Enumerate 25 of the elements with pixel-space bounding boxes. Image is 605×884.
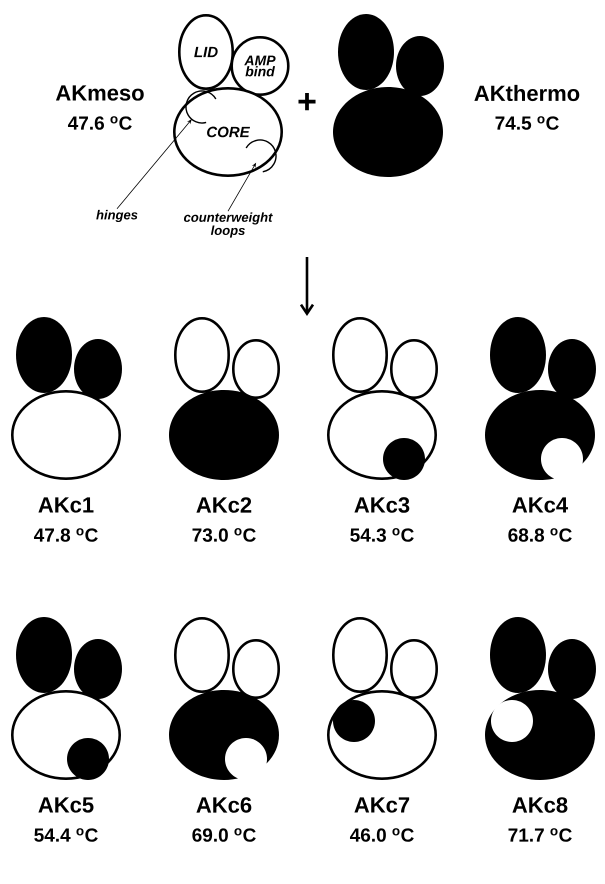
protein-name: AKc1 [38,497,94,513]
protein-name: AKthermo [474,84,580,102]
protein-name: AKc2 [196,497,252,513]
melting-temperature: 46.0 $^{o}$C [350,828,414,842]
protein-name: AKc4 [512,497,568,513]
melting-temperature: 68.8 $^{o}$C [508,528,572,542]
callout-text: hinges [96,210,138,222]
plus-sign: + [298,93,316,110]
melting-temperature: 69.0 $^{o}$C [192,828,256,842]
loop-arc [246,139,277,172]
melting-temperature: 54.3 $^{o}$C [350,528,414,542]
melting-temperature: 74.5 $^{o}$C [496,116,559,130]
callout-text: counterweight loops [184,212,273,238]
protein-name: AKc5 [38,797,94,813]
hinge-arc [185,90,216,124]
protein-name: AKmeso [56,85,144,101]
melting-temperature: 54.4 $^{o}$C [34,828,98,842]
protein-name: AKc6 [196,797,252,813]
melting-temperature: 47.8 $^{o}$C [34,528,98,542]
protein-name: AKc8 [512,797,568,813]
melting-temperature: 71.7 $^{o}$C [508,828,572,842]
melting-temperature: 47.6 $^{o}$C [68,116,132,130]
protein-name: AKc3 [354,497,410,513]
melting-temperature: 73.0 $^{o}$C [192,528,256,542]
protein-name: AKc7 [354,797,410,813]
